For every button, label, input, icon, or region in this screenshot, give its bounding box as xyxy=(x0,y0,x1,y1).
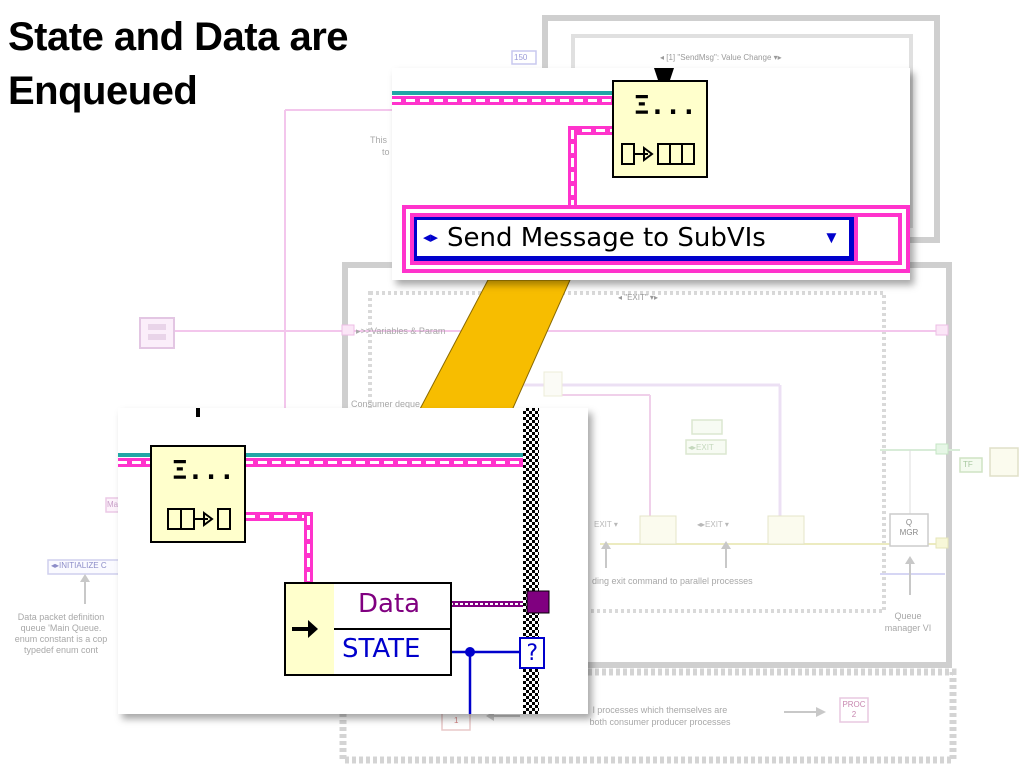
dequeue-element-node[interactable]: Ξ... xyxy=(150,445,246,543)
parallel-process-note: l processes which themselves are both co… xyxy=(589,705,731,727)
parallel-process-frame xyxy=(339,668,957,764)
data-packet-note: Data packet definition queue 'Main Queue… xyxy=(14,612,108,655)
enqueue-element-node[interactable]: Ξ... xyxy=(612,80,708,178)
dequeue-title: Ξ... xyxy=(172,456,235,486)
exit-enum-3: ◂▸EXIT xyxy=(688,443,714,452)
qmgr-label: Q MGR xyxy=(899,518,919,537)
bg-cluster-constant xyxy=(139,317,175,349)
tf-label: TF xyxy=(963,460,973,469)
bg-note-this: This xyxy=(370,135,388,145)
field-state-label: STATE xyxy=(342,634,421,664)
dequeue-wires xyxy=(118,408,550,714)
enqueue-icon xyxy=(621,143,695,165)
enum-dropdown-icon[interactable]: ▼ xyxy=(823,228,840,247)
iteration-label: 1 xyxy=(454,716,459,725)
enqueue-title: Ξ... xyxy=(634,91,697,121)
zoom-enqueue-panel: Ξ... ◂▸ Send Message to SubVIs ▼ xyxy=(392,68,910,280)
unbundle-by-name-node[interactable]: Data STATE xyxy=(284,582,452,676)
consumer-dequeue-label: Consumer deque xyxy=(351,399,421,409)
ma-label: Ma xyxy=(107,500,119,509)
proc-label: PROC 2 xyxy=(842,700,866,719)
case-selector-terminal[interactable]: ? xyxy=(525,641,539,666)
bg-note-to: to xyxy=(382,147,390,157)
case-structure-frame xyxy=(368,291,886,613)
dequeue-icon xyxy=(167,508,231,530)
title-line-1: State and Data are xyxy=(8,15,349,59)
enum-increment-icon[interactable]: ◂▸ xyxy=(423,229,439,246)
field-data-label: Data xyxy=(358,589,421,619)
exit-case-selector: ◂ "EXIT" ▾▸ xyxy=(618,293,658,302)
qmgr-subvi xyxy=(889,513,929,547)
bundle-empty-slot xyxy=(858,217,898,261)
message-enum-constant[interactable]: ◂▸ Send Message to SubVIs ▼ xyxy=(414,217,854,261)
title-line-2: Enqueued xyxy=(8,69,198,113)
unbundle-input xyxy=(286,584,336,674)
enum-bundle-frame: ◂▸ Send Message to SubVIs ▼ xyxy=(402,205,910,273)
queue-manager-note: Queue manager VI xyxy=(884,611,932,633)
event-case-selector: ◂ [1] "SendMsg": Value Change ▾▸ xyxy=(660,53,782,62)
initialize-enum: ◂▸INITIALIZE C xyxy=(51,561,107,570)
variables-tunnel-label: ▸>>Variables & Param xyxy=(356,326,446,336)
exit-enum-1: EXIT ▾ xyxy=(594,520,618,529)
unbundle-arrow-icon xyxy=(292,620,318,638)
exit-enum-2: ◂▸EXIT ▾ xyxy=(697,520,729,529)
constant-150: 150 xyxy=(514,53,528,62)
slide-title: State and Data are Enqueued xyxy=(8,10,349,118)
exit-command-note: ding exit command to parallel processes xyxy=(592,576,753,586)
zoom-dequeue-panel: Ξ... Data STATE ? xyxy=(118,408,588,714)
unbundle-field-state[interactable]: STATE xyxy=(334,630,450,674)
unbundle-field-data[interactable]: Data xyxy=(334,584,450,630)
enum-value-text: Send Message to SubVIs xyxy=(447,223,766,253)
